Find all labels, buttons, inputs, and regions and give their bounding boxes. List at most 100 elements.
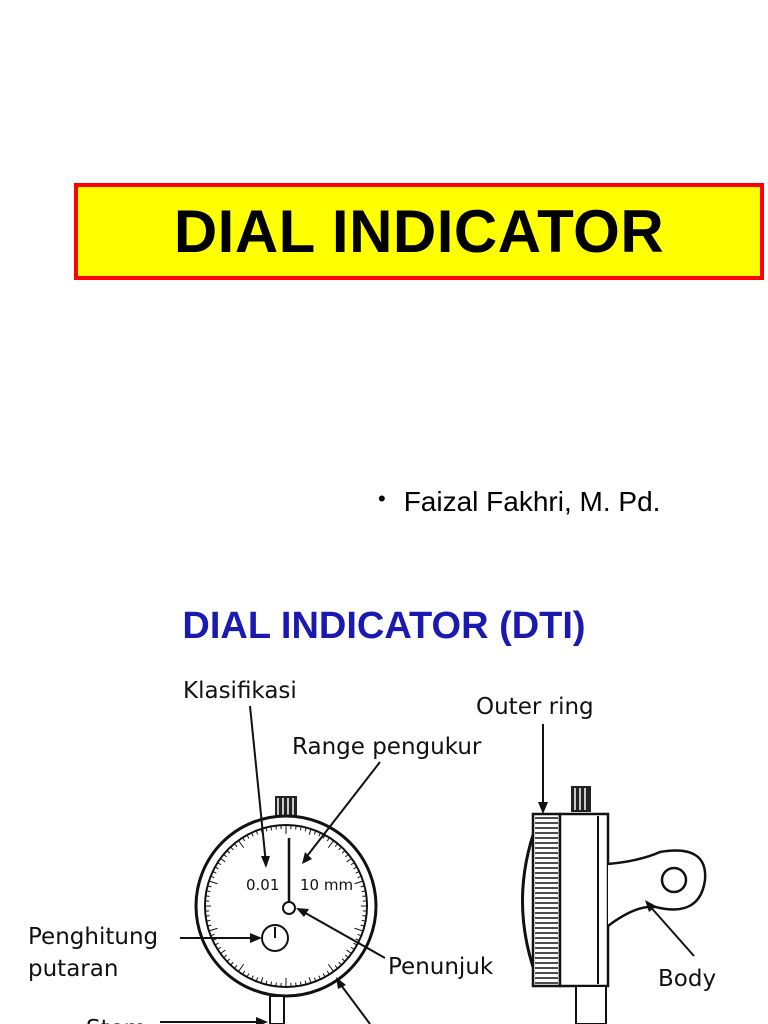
scale-tick: [206, 919, 211, 922]
scale-tick: [322, 973, 326, 978]
scale-tick: [354, 880, 364, 885]
scale-tick: [318, 975, 321, 980]
front-view: 0.01 10 mm: [194, 796, 378, 1024]
scale-tick: [338, 846, 342, 851]
outer-ring: [531, 812, 562, 988]
label-penghitung-1: Penghitung: [28, 924, 158, 950]
scale-tick: [334, 965, 339, 969]
scale-tick: [334, 843, 339, 847]
scale-tick: [217, 946, 222, 950]
label-outer-ring: Outer ring: [476, 694, 594, 720]
scale-tick: [242, 970, 246, 975]
scale-tick: [361, 919, 366, 922]
scale-tick: [345, 853, 349, 858]
range-text: 10 mm: [300, 876, 353, 894]
side-view: [521, 786, 707, 1024]
label-penghitung-2: putaran: [28, 956, 118, 982]
author-line: • Faizal Fakhri, M. Pd.: [378, 486, 660, 518]
scale-tick: [260, 977, 264, 984]
scale-tick: [350, 862, 355, 866]
author-name: Faizal Fakhri, M. Pd.: [403, 486, 661, 517]
scale-tick: [246, 973, 250, 978]
resolution-text: 0.01: [246, 876, 279, 894]
scale-tick: [220, 857, 226, 863]
scale-tick: [217, 862, 222, 866]
scale-tick: [355, 871, 360, 874]
scale-tick: [322, 834, 326, 839]
scale-tick: [308, 828, 312, 835]
scale-tick: [326, 970, 330, 975]
scale-tick: [338, 961, 342, 966]
pointer-hub: [282, 901, 296, 915]
scale-tick: [206, 890, 211, 893]
slide-title: DIAL INDICATOR: [173, 198, 665, 265]
scale-tick: [355, 938, 360, 941]
scale-tick: [214, 866, 219, 870]
title-banner: DIAL INDICATOR: [74, 183, 764, 280]
scale-tick: [210, 875, 215, 879]
scale-tick: [208, 927, 218, 932]
scale-tick: [357, 875, 362, 879]
scale-tick: [210, 933, 215, 937]
scale-tick: [246, 834, 250, 839]
scale-tick: [207, 924, 212, 927]
scale-tick: [299, 826, 302, 831]
scale-tick: [205, 895, 210, 897]
scale-tick: [275, 982, 277, 987]
scale-tick: [327, 840, 335, 849]
scale-tick: [353, 942, 358, 946]
scale-tick: [354, 927, 364, 932]
scale-tick: [233, 965, 238, 969]
scale-tick: [270, 826, 273, 831]
scale-tick: [233, 843, 238, 847]
diagram-slide: DIAL INDICATOR (DTI) 0.01 10 mm: [0, 576, 768, 1024]
scale-tick: [212, 938, 217, 941]
scale-tick: [353, 866, 358, 870]
scale-tick: [313, 830, 317, 835]
label-body: Body: [658, 966, 716, 992]
callouts: Klasifikasi Range pengukur Outer ring Pe…: [28, 678, 716, 1024]
scale-tick: [318, 832, 321, 837]
scale-tick: [255, 830, 259, 835]
scale-tick: [360, 885, 365, 888]
scale-tick: [313, 977, 317, 982]
scale-tick: [362, 895, 367, 897]
scale-tick: [295, 982, 297, 987]
scale-tick: [360, 924, 365, 927]
scale-tick: [308, 977, 312, 984]
dial-scale-ticks: [205, 825, 367, 987]
scale-tick: [265, 827, 268, 832]
scale-tick: [299, 981, 302, 986]
diagram-slide-title: DIAL INDICATOR (DTI): [182, 605, 586, 647]
scale-tick: [226, 958, 231, 962]
label-range-pengukur: Range pengukur: [292, 734, 482, 760]
title-slide: DIAL INDICATOR • Faizal Fakhri, M. Pd.: [74, 183, 764, 518]
scale-tick: [223, 853, 227, 858]
scale-tick: [362, 915, 367, 917]
scale-tick: [265, 980, 268, 985]
scale-tick: [251, 975, 254, 980]
scale-tick: [255, 977, 259, 982]
bullet-icon: •: [378, 486, 386, 511]
scale-tick: [220, 949, 226, 955]
scale-tick: [242, 837, 246, 842]
side-top-knob: [571, 786, 591, 812]
scale-tick: [207, 885, 212, 888]
scale-tick: [304, 980, 307, 985]
scale-tick: [361, 890, 366, 893]
scale-tick: [230, 961, 234, 966]
label-stem: Stem: [86, 1016, 146, 1024]
scale-tick: [326, 837, 330, 842]
knurl-lines: [535, 817, 558, 984]
scale-tick: [208, 880, 218, 885]
body-case: [558, 812, 610, 988]
side-stem: [575, 985, 607, 1024]
scale-tick: [350, 946, 355, 950]
scale-tick: [345, 954, 349, 959]
dial-indicator-diagram: 0.01 10 mm: [28, 678, 716, 1024]
scale-tick: [275, 825, 277, 830]
scale-tick: [212, 871, 217, 874]
scale-tick: [295, 825, 297, 830]
front-stem: [269, 995, 285, 1024]
lug-hole: [660, 866, 688, 894]
